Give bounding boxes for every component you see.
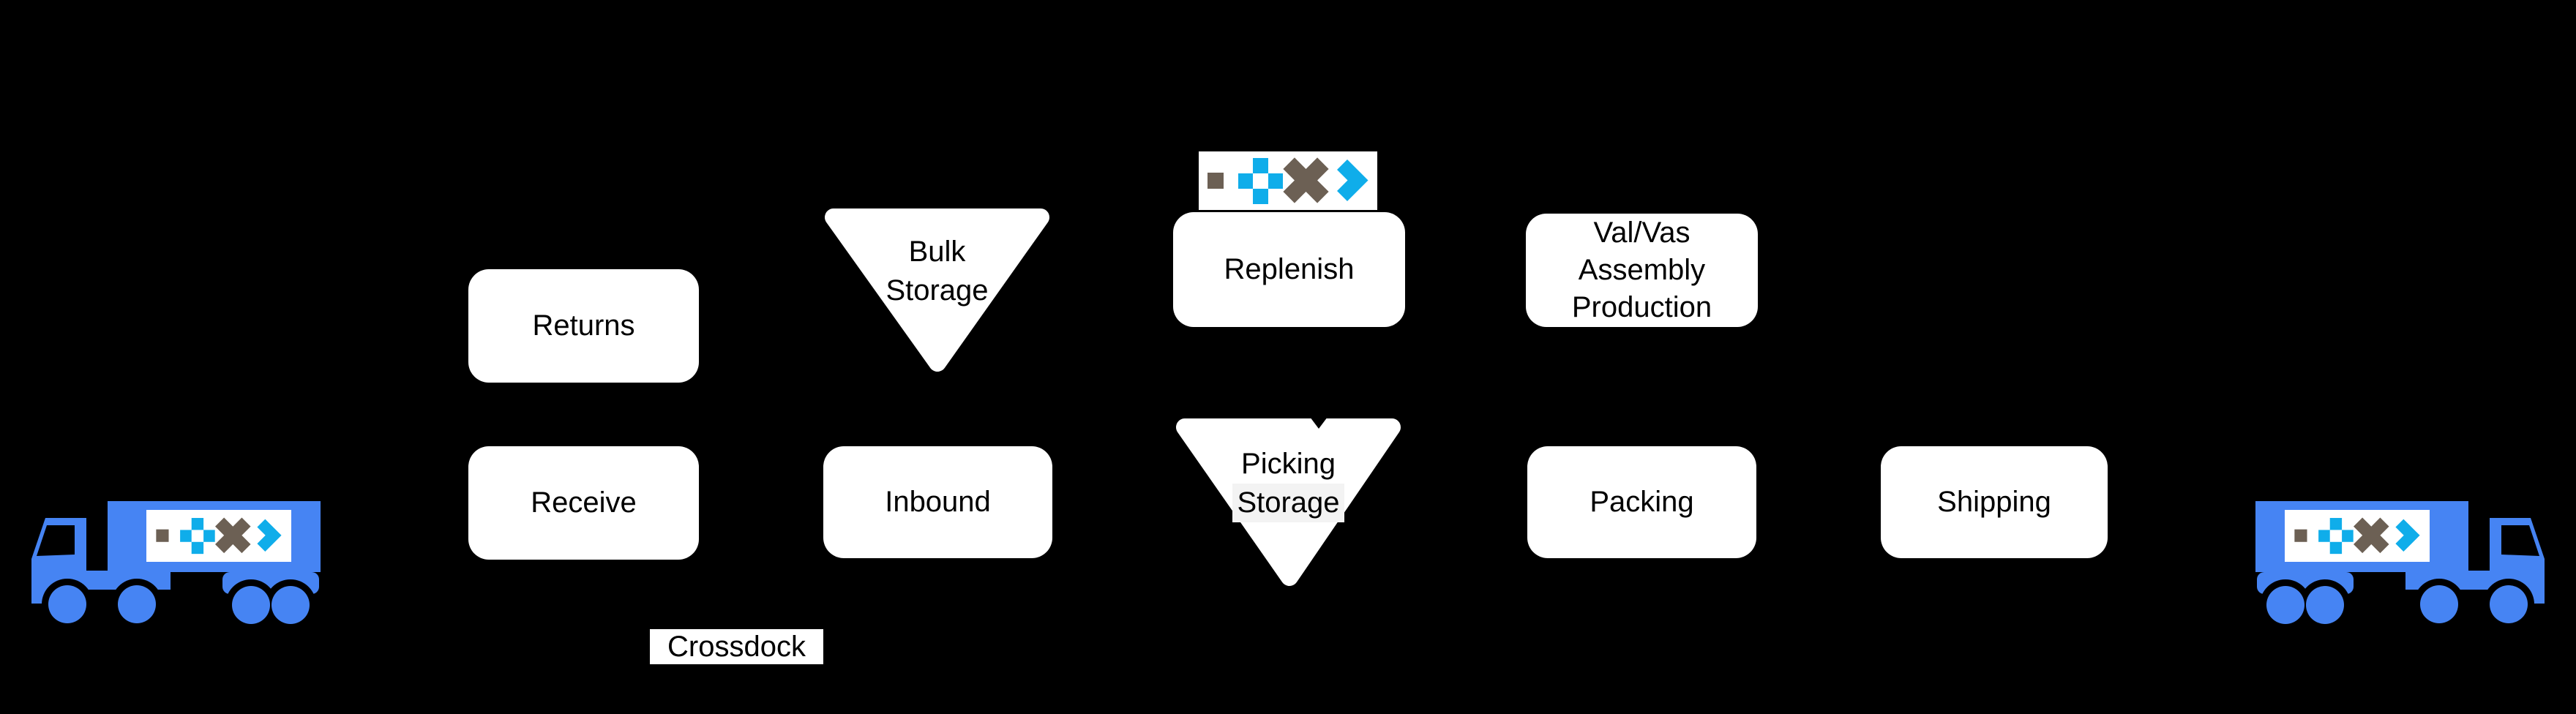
shipping-node: Shipping <box>1881 446 2108 558</box>
receive-node: Receive <box>468 446 699 560</box>
shipping-label: Shipping <box>1937 486 2051 518</box>
val-vas-node: Val/Vas Assembly Production <box>1526 214 1758 327</box>
bulk-storage-triangle <box>825 208 1049 372</box>
right-truck-icon <box>2255 501 2545 631</box>
replenish-node: Replenish <box>1173 212 1405 327</box>
replenish-label: Replenish <box>1224 253 1355 285</box>
packing-node: Packing <box>1527 446 1756 558</box>
packing-label: Packing <box>1590 486 1694 518</box>
returns-label: Returns <box>532 309 635 342</box>
crossdock-label: Crossdock <box>650 629 823 664</box>
left-truck-icon <box>31 501 321 631</box>
picking-storage-node: Picking Storage <box>1173 445 1404 522</box>
brand-logo <box>1199 146 1377 215</box>
inbound-label: Inbound <box>885 486 991 518</box>
bulk-storage-node: Bulk Storage <box>886 236 989 307</box>
receive-label: Receive <box>531 486 637 519</box>
returns-node: Returns <box>468 269 699 383</box>
inbound-node: Inbound <box>823 446 1052 558</box>
brand-logo-icon <box>1208 146 1368 215</box>
down-arrowhead-icon <box>1308 414 1330 429</box>
